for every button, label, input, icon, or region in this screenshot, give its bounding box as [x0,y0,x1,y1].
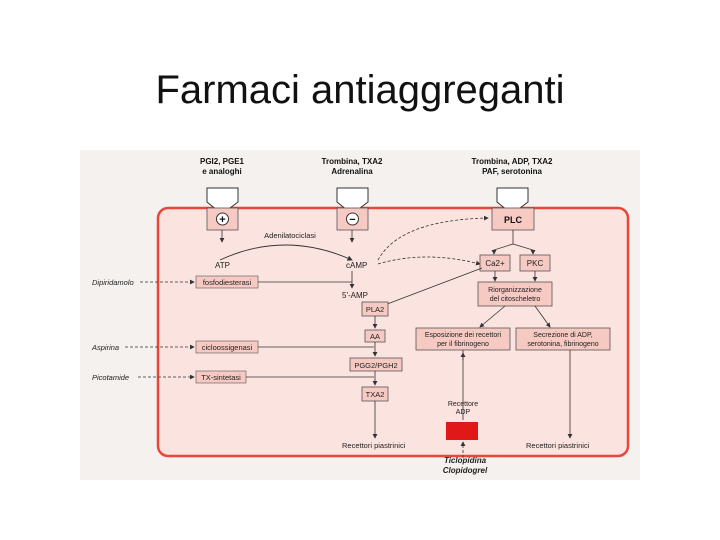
camp-label: cAMP [346,261,367,270]
adp-receptor-line1: Recettore [448,401,478,408]
drug-clopidogrel: Clopidogrel [443,466,488,475]
agonists-left-line2: e analoghi [202,167,242,176]
drug-ticlopidine: Ticlopidina [444,456,487,465]
cyclooxygenase-label: cicloossigenasi [202,343,253,352]
pla2-label: PLA2 [366,305,384,314]
txa2-label: TXA2 [366,390,385,399]
antiplatelet-pathway-figure: + − PGI2, PGE1 e analoghi Trombina, TXA2… [80,150,640,480]
reorganization-line2: del citoscheletro [490,296,541,303]
secretion-box [515,327,611,351]
aa-label: AA [370,332,380,341]
atp-label: ATP [215,261,230,270]
secretion-line2: serotonina, fibrinogeno [527,341,598,348]
receptor-left: + [206,187,239,231]
reorganization-box [477,281,553,307]
agonists-right-line2: PAF, serotonina [482,167,542,176]
platelet-receptors-left: Recettori piastrinici [342,441,406,450]
exposure-line1: Esposizione dei recettori [425,332,502,339]
platelet-receptors-right: Recettori piastrinici [526,441,590,450]
receptor-middle: − [336,187,369,231]
adenylate-cyclase-label: Adenilatociclasi [264,231,316,240]
pathway-diagram: + − PGI2, PGE1 e analoghi Trombina, TXA2… [91,157,630,475]
ca-label: Ca2+ [485,259,505,268]
minus-sign: − [349,214,355,226]
amp-label: 5'-AMP [342,291,368,300]
adp-receptor-line2: ADP [456,409,471,416]
agonists-middle-line2: Adrenalina [331,167,373,176]
adp-receptor-block [446,422,478,440]
plus-sign: + [219,214,225,226]
drug-aspirin: Aspirina [91,343,119,352]
agonists-right-line1: Trombina, ADP, TXA2 [472,157,553,166]
platelet-membrane [156,206,630,458]
drug-picotamide: Picotamide [92,373,129,382]
pgg2-pgh2-box [349,357,403,372]
pgg2-pgh2-label: PGG2/PGH2 [354,361,397,370]
agonists-left-line1: PGI2, PGE1 [200,157,245,166]
slide-title: Farmaci antiaggreganti [155,68,565,112]
agonists-middle-line1: Trombina, TXA2 [322,157,383,166]
exposure-line2: per il fibrinogeno [437,341,489,348]
secretion-line1: Secrezione di ADP, [533,332,592,339]
pkc-label: PKC [527,259,544,268]
drug-dipyridamole: Dipiridamolo [92,278,134,287]
tx-synthetase-label: TX-sintetasi [201,373,241,382]
reorganization-line1: Riorganizzazione [488,287,542,294]
atp-to-camp-arrow [219,244,353,261]
phosphodiesterase-label: fosfodiesterasi [203,278,252,287]
plc-label: PLC [504,215,523,225]
